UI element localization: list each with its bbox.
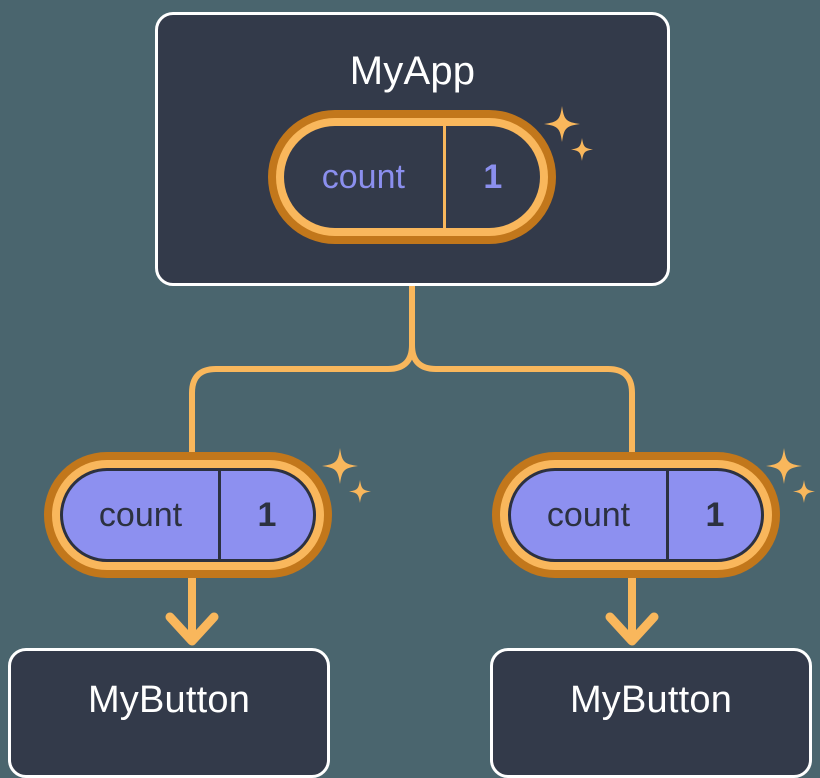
- connector-tree-path-right: [409, 342, 635, 455]
- state-pill-body: count 1: [508, 468, 764, 562]
- state-value-label: 1: [442, 126, 540, 228]
- state-key-label: count: [98, 495, 183, 534]
- component-title-myapp: MyApp: [349, 49, 476, 93]
- state-pill-child-left[interactable]: count 1: [44, 452, 332, 578]
- state-pill-body: count 1: [284, 126, 540, 228]
- sparkle-star-small: [349, 480, 371, 503]
- state-value-label: 1: [218, 471, 313, 559]
- state-pill-myapp[interactable]: count 1: [268, 110, 556, 244]
- state-pill-body: count 1: [60, 468, 316, 562]
- component-box-mybutton-right[interactable]: MyButton: [490, 648, 812, 778]
- component-title-mybutton: MyButton: [569, 679, 733, 721]
- sparkle-star-large: [766, 448, 802, 484]
- arrow-head-left-chevron-icon: [165, 612, 219, 646]
- state-pill-band: count 1: [500, 460, 772, 570]
- sparkle-star-large: [322, 448, 358, 484]
- sparkle-star-small: [793, 480, 815, 503]
- state-pill-band: count 1: [52, 460, 324, 570]
- state-value-label: 1: [666, 471, 761, 559]
- component-box-mybutton-left[interactable]: MyButton: [8, 648, 330, 778]
- component-title-mybutton: MyButton: [87, 679, 251, 721]
- arrow-head-right-chevron-icon: [605, 612, 659, 646]
- connector-tree-path: [189, 283, 415, 455]
- state-key-label: count: [546, 495, 631, 534]
- state-pill-band: count 1: [276, 118, 548, 236]
- state-pill-child-right[interactable]: count 1: [492, 452, 780, 578]
- state-key-label: count: [321, 157, 405, 196]
